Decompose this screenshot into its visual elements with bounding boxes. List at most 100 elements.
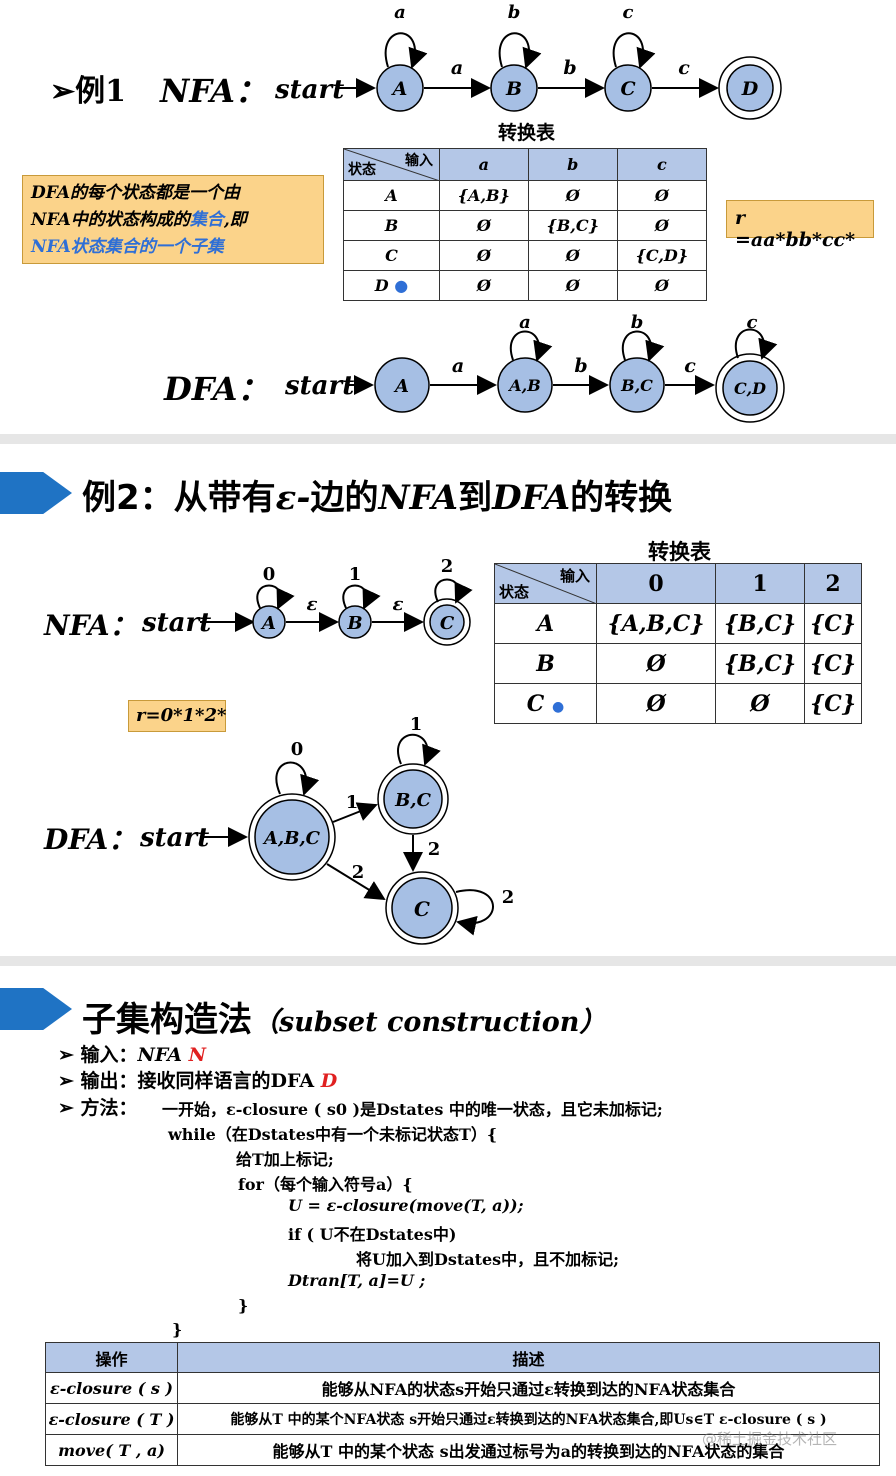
- ex1-dfa-label: DFA：: [164, 370, 270, 408]
- svg-text:C: C: [440, 613, 455, 634]
- svg-text:A,B: A,B: [507, 376, 541, 395]
- svg-text:B,C: B,C: [394, 790, 431, 811]
- ex1-nfa-state-d: D: [718, 56, 782, 120]
- section-divider: [0, 956, 896, 966]
- watermark: @稀土掘金技术社区: [702, 1430, 838, 1448]
- ex1-dfa-state-cd: C,D: [715, 353, 785, 423]
- ex2-dfa-edge-2: 2: [428, 839, 441, 860]
- svg-text:A: A: [391, 78, 408, 100]
- code-line: for（每个输入符号a）{: [238, 1175, 413, 1194]
- accept-dot-icon: ●: [394, 276, 409, 295]
- code-line: }: [238, 1296, 249, 1315]
- ex2-table-header: 2: [803, 563, 863, 604]
- svg-text:C: C: [414, 897, 430, 921]
- ex1-note: DFA的每个状态都是一个由 NFA中的状态构成的集合,即 NFA状态集合的一个子…: [22, 175, 324, 264]
- ex1-dfa-start: start: [284, 371, 354, 401]
- svg-text:B,C: B,C: [620, 376, 653, 395]
- ex2-start-label: start: [141, 608, 211, 638]
- ex2-dfa-state-c: C: [385, 871, 459, 945]
- ex2-nfa-loop-2: 2: [441, 556, 454, 577]
- ex1-regex: r =aa*bb*cc*: [726, 200, 874, 251]
- ex1-nfa-state-c: C: [604, 64, 652, 112]
- ex1-table-header: b: [527, 148, 618, 181]
- ex2-dfa-edge-1: 1: [346, 792, 359, 813]
- ex1-nfa-edge-b: b: [563, 57, 576, 79]
- ex2-dfa-loop-1: 1: [410, 714, 423, 735]
- table-row: D ● Ø Ø Ø: [343, 270, 708, 301]
- svg-text:A,B,C: A,B,C: [262, 828, 321, 849]
- ex2-table-header: 1: [715, 563, 805, 604]
- banner-arrow-icon: [0, 988, 72, 1030]
- ex2-dfa-start: start: [139, 823, 209, 853]
- ex2-nfa-state-a: A: [252, 605, 286, 639]
- ex2-nfa-label: NFA：: [44, 609, 138, 642]
- code-line: if ( U不在Dstates中): [288, 1225, 457, 1244]
- ex2-nfa-edge-eps: ε: [307, 594, 318, 615]
- ex1-nfa-edge-c: c: [678, 57, 690, 79]
- ex1-dfa-loop-b: b: [631, 312, 644, 333]
- ex2-dfa-label: DFA：: [44, 823, 137, 856]
- ex2-dfa-edge-2: 2: [352, 862, 365, 883]
- table-row: C ● Ø Ø {C}: [494, 683, 863, 724]
- section-divider: [0, 434, 896, 444]
- example2-diagrams: start A B C ε ε 0 1 2 start A,B,C B,C C …: [139, 556, 515, 945]
- ex2-transition-table: 输入 状态 0 1 2 A {A,B,C} {B,C} {C} B Ø {B,C…: [494, 563, 863, 724]
- subset-title: 子集构造法（subset construction）: [82, 1000, 607, 1040]
- operations-table: 操作 描述 ε-closure ( s ) 能够从NFA的状态s开始只通过ε转换…: [45, 1342, 880, 1466]
- code-line: }: [172, 1320, 183, 1339]
- ex1-nfa-loop-c: c: [623, 2, 634, 23]
- code-line: 给T加上标记;: [236, 1150, 334, 1169]
- example1-heading: ➢例1: [50, 66, 126, 110]
- ex1-dfa-loop-a: a: [519, 312, 531, 333]
- table-row: ε-closure ( s ) 能够从NFA的状态s开始只通过ε转换到达的NFA…: [45, 1372, 880, 1404]
- ex2-dfa-state-bc: B,C: [377, 763, 449, 835]
- svg-text:D: D: [741, 78, 759, 100]
- ex1-dfa-state-bc: B,C: [609, 357, 665, 413]
- code-line: Dtran[T, a]=U ;: [288, 1271, 426, 1290]
- ex1-nfa-loop-b: b: [508, 2, 521, 23]
- ex2-table-corner: 输入 状态: [494, 563, 597, 604]
- svg-text:A: A: [393, 376, 409, 397]
- ex1-dfa-edge-a: a: [452, 355, 464, 377]
- ex1-dfa-state-a: A: [374, 357, 430, 413]
- table-row: move( T , a) 能够从T 中的某个状态 s出发通过标号为a的转换到达的…: [45, 1434, 880, 1466]
- example1-prefix: ➢例1: [50, 74, 127, 109]
- ex1-start-label: start: [274, 75, 344, 105]
- ex1-transition-table: 输入 状态 a b c A {A,B} Ø Ø B Ø {B,C} Ø C Ø …: [343, 148, 708, 301]
- accept-dot-icon: ●: [551, 698, 565, 715]
- output-line: ➢ 输出：接收同样语言的DFA D: [58, 1070, 338, 1092]
- ex2-nfa-edge-eps: ε: [393, 594, 404, 615]
- example2-title: 例2：从带有ε-边的NFA到DFA的转换: [82, 478, 673, 518]
- desc-header: 描述: [177, 1342, 880, 1373]
- ex1-dfa-state-ab: A,B: [497, 357, 553, 413]
- svg-text:C,D: C,D: [734, 379, 766, 398]
- ex2-nfa-loop-1: 1: [349, 564, 362, 585]
- method-label: ➢ 方法：: [58, 1097, 138, 1119]
- ex2-regex: r=0*1*2*: [128, 700, 226, 732]
- table-row: B Ø {B,C} Ø: [343, 210, 708, 241]
- ex1-nfa-edge-a: a: [451, 57, 463, 79]
- banner-arrow-icon: [0, 472, 72, 514]
- table-row: A {A,B} Ø Ø: [343, 180, 708, 211]
- ex1-table-header: c: [616, 148, 708, 181]
- ex1-table-title: 转换表: [498, 122, 556, 144]
- table-row: B Ø {B,C} {C}: [494, 643, 863, 684]
- table-row: A {A,B,C} {B,C} {C}: [494, 603, 863, 644]
- svg-text:B: B: [346, 613, 362, 634]
- ex2-nfa-loop-0: 0: [263, 564, 276, 585]
- svg-text:B: B: [505, 78, 522, 100]
- ex1-dfa-loop-c: c: [747, 312, 758, 333]
- ex1-nfa-loop-a: a: [394, 2, 406, 23]
- ex1-nfa-state-b: B: [490, 64, 538, 112]
- op-header: 操作: [45, 1342, 178, 1373]
- ex2-dfa-loop-0: 0: [291, 739, 304, 760]
- ex1-table-corner: 输入 状态: [343, 148, 440, 181]
- ex2-nfa-state-b: B: [338, 605, 372, 639]
- ex1-dfa-edge-b: b: [574, 355, 587, 377]
- ex2-table-title: 转换表: [648, 539, 711, 564]
- input-line: ➢ 输入：NFA N: [58, 1044, 207, 1066]
- code-line: while（在Dstates中有一个未标记状态T）{: [168, 1125, 498, 1144]
- table-row: ε-closure ( T ) 能够从T 中的某个NFA状态 s开始只通过ε转换…: [45, 1403, 880, 1435]
- ex2-dfa-loop-2: 2: [502, 887, 515, 908]
- ex1-dfa-edge-c: c: [684, 355, 696, 377]
